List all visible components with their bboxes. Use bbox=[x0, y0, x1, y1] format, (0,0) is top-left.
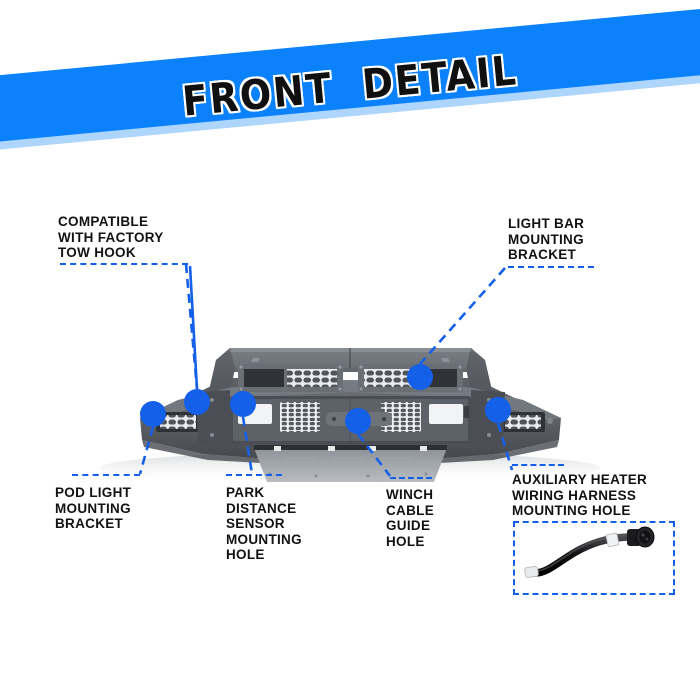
callout-underline-light-bar bbox=[508, 266, 594, 268]
wiring-harness-photo bbox=[524, 526, 655, 578]
callout-dot-aux-heater[interactable] bbox=[485, 397, 511, 423]
callout-dot-park-sensor[interactable] bbox=[230, 391, 256, 417]
callout-label-tow-hook: COMPATIBLE WITH FACTORY TOW HOOK bbox=[58, 214, 164, 260]
callout-underline-aux-heater bbox=[512, 464, 564, 466]
callout-label-pod-light: POD LIGHT MOUNTING BRACKET bbox=[55, 485, 132, 531]
callout-dot-light-bar[interactable] bbox=[407, 364, 433, 390]
front-bumper-photo bbox=[78, 300, 623, 490]
callout-label-park-sensor: PARK DISTANCE SENSOR MOUNTING HOLE bbox=[226, 485, 302, 562]
callout-dot-pod-light[interactable] bbox=[140, 401, 166, 427]
callout-dot-winch-cable[interactable] bbox=[345, 408, 371, 434]
callout-underline-winch-cable bbox=[390, 477, 432, 479]
callout-underline-pod-light bbox=[72, 474, 140, 476]
bumper-illustration bbox=[100, 348, 600, 484]
callout-dot-tow-hook[interactable] bbox=[184, 389, 210, 415]
callout-underline-park-sensor bbox=[226, 474, 282, 476]
header-banner: FRONT DETAIL bbox=[0, 0, 700, 180]
callout-label-winch-cable: WINCH CABLE GUIDE HOLE bbox=[386, 487, 434, 549]
callout-label-light-bar: LIGHT BAR MOUNTING BRACKET bbox=[508, 216, 585, 262]
wiring-harness-inset-box bbox=[513, 521, 675, 595]
callout-label-aux-heater: AUXILIARY HEATER WIRING HARNESS MOUNTING… bbox=[512, 472, 648, 518]
callout-underline-tow-hook bbox=[60, 263, 188, 265]
